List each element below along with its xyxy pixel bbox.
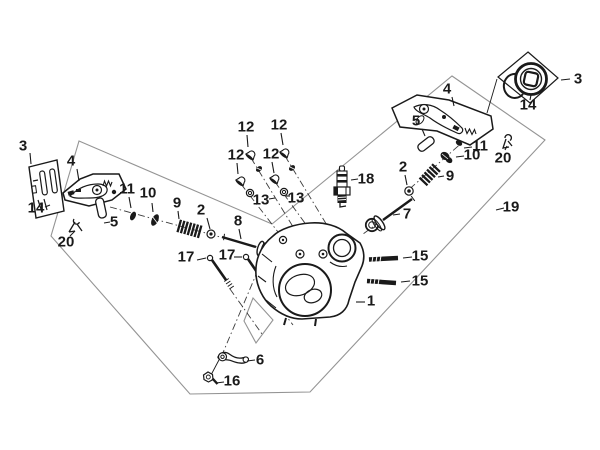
- callout-5-left: 5: [110, 214, 118, 231]
- right-rocker-shaft-pin: [417, 136, 435, 152]
- cap-nuts-12: [234, 148, 296, 187]
- leader-10-right: [455, 155, 465, 158]
- callout-17-a: 17: [178, 249, 195, 266]
- leader-2-left: [206, 217, 211, 230]
- callout-1: 1: [367, 293, 375, 310]
- leader-17-a: [196, 257, 207, 261]
- leader-4-right: [451, 96, 455, 107]
- left-clip: [68, 218, 83, 233]
- callout-7: 7: [403, 206, 411, 223]
- leader-14-right: [529, 94, 532, 101]
- leader-3-right: [560, 78, 571, 81]
- callout-14-left: 14: [28, 200, 45, 217]
- leader-20-left: [69, 230, 76, 237]
- left-rocker-assembly: [62, 173, 127, 207]
- callout-2-right: 2: [399, 159, 407, 176]
- right-cover-gasket: [502, 73, 524, 99]
- callout-18: 18: [358, 171, 375, 188]
- callout-3-left: 3: [19, 138, 27, 155]
- callout-20-left: 20: [58, 234, 75, 251]
- callout-14-right: 14: [520, 97, 537, 114]
- callout-12-c: 12: [228, 147, 245, 164]
- callout-11-left: 11: [119, 181, 135, 198]
- left-cover-plate: [28, 159, 65, 219]
- right-valve-spring: [418, 163, 441, 187]
- cylinder-head: [255, 222, 365, 327]
- cam-chain-guide-bracket: [217, 351, 250, 364]
- leader-3-left: [29, 152, 32, 165]
- right-cover-diamond: [497, 51, 559, 104]
- callout-3-right: 3: [574, 71, 582, 88]
- leader-15-a: [402, 256, 413, 259]
- callout-4-right: 4: [443, 81, 452, 98]
- flange-collars: [255, 165, 296, 172]
- callout-17-b: 17: [219, 247, 236, 264]
- intake-valve: [371, 195, 416, 232]
- leader-18: [350, 178, 359, 181]
- right-cover: [497, 51, 559, 104]
- leader-20-right: [504, 145, 508, 151]
- callout-2-left: 2: [197, 202, 205, 219]
- stud-bolts-15: [366, 255, 399, 286]
- leader-6: [246, 359, 256, 362]
- left-valve-keeper: [129, 211, 137, 221]
- leader-8: [238, 228, 242, 240]
- leader-15-b: [400, 280, 411, 283]
- spark-plug: [333, 165, 351, 208]
- leader-12-a: [246, 134, 249, 148]
- leader-10-left: [151, 202, 154, 213]
- leader-2-right: [404, 174, 408, 186]
- callout-9-left: 9: [173, 195, 181, 212]
- leader-9-right: [437, 175, 445, 178]
- leader-5-right: [421, 128, 426, 137]
- right-clip: [502, 134, 513, 149]
- callout-9-right: 9: [446, 168, 454, 185]
- callout-19: 19: [503, 199, 520, 216]
- callout-15-b: 15: [412, 273, 429, 290]
- callout-20-right: 20: [495, 150, 512, 167]
- leader-4-left: [76, 168, 80, 182]
- leader-11-left: [128, 196, 132, 209]
- right-rocker-assembly: [391, 94, 494, 146]
- left-valve-seal: [206, 229, 216, 239]
- leader-19: [495, 207, 505, 211]
- right-valve-keeper: [455, 140, 463, 146]
- callout-13-a: 13: [253, 192, 270, 209]
- callout-12-a: 12: [238, 119, 255, 136]
- leader-7: [392, 213, 401, 216]
- callout-16: 16: [224, 373, 241, 390]
- washers-13: [245, 187, 289, 198]
- right-spring-retainer: [440, 151, 453, 164]
- left-valve-spring: [176, 219, 203, 239]
- callout-15-a: 15: [412, 248, 429, 265]
- leader-16: [215, 381, 225, 384]
- leader-5-left: [103, 221, 111, 224]
- leader-13-a: [268, 197, 276, 200]
- callout-13-b: 13: [288, 190, 305, 207]
- flange-bolt-16: [202, 371, 219, 385]
- left-spring-retainer: [151, 214, 159, 226]
- right-valve-seal: [404, 186, 414, 196]
- callout-12-d: 12: [263, 146, 280, 163]
- callout-10-right: 10: [464, 147, 481, 164]
- left-rocker-shaft-pin: [95, 197, 107, 219]
- callout-10-left: 10: [140, 185, 157, 202]
- leader-12-b: [280, 132, 284, 146]
- callout-4-left: 4: [67, 153, 76, 170]
- callout-5-right: 5: [412, 113, 420, 130]
- leader-12-c: [236, 162, 239, 175]
- leader-11-right: [463, 146, 473, 149]
- leader-12-d: [271, 161, 275, 174]
- callout-6: 6: [256, 352, 264, 369]
- callout-11-right: 11: [472, 138, 488, 155]
- callout-12-b: 12: [271, 117, 288, 134]
- leader-9-left: [177, 210, 180, 220]
- callout-8: 8: [234, 213, 242, 230]
- leader-14-left: [44, 204, 51, 208]
